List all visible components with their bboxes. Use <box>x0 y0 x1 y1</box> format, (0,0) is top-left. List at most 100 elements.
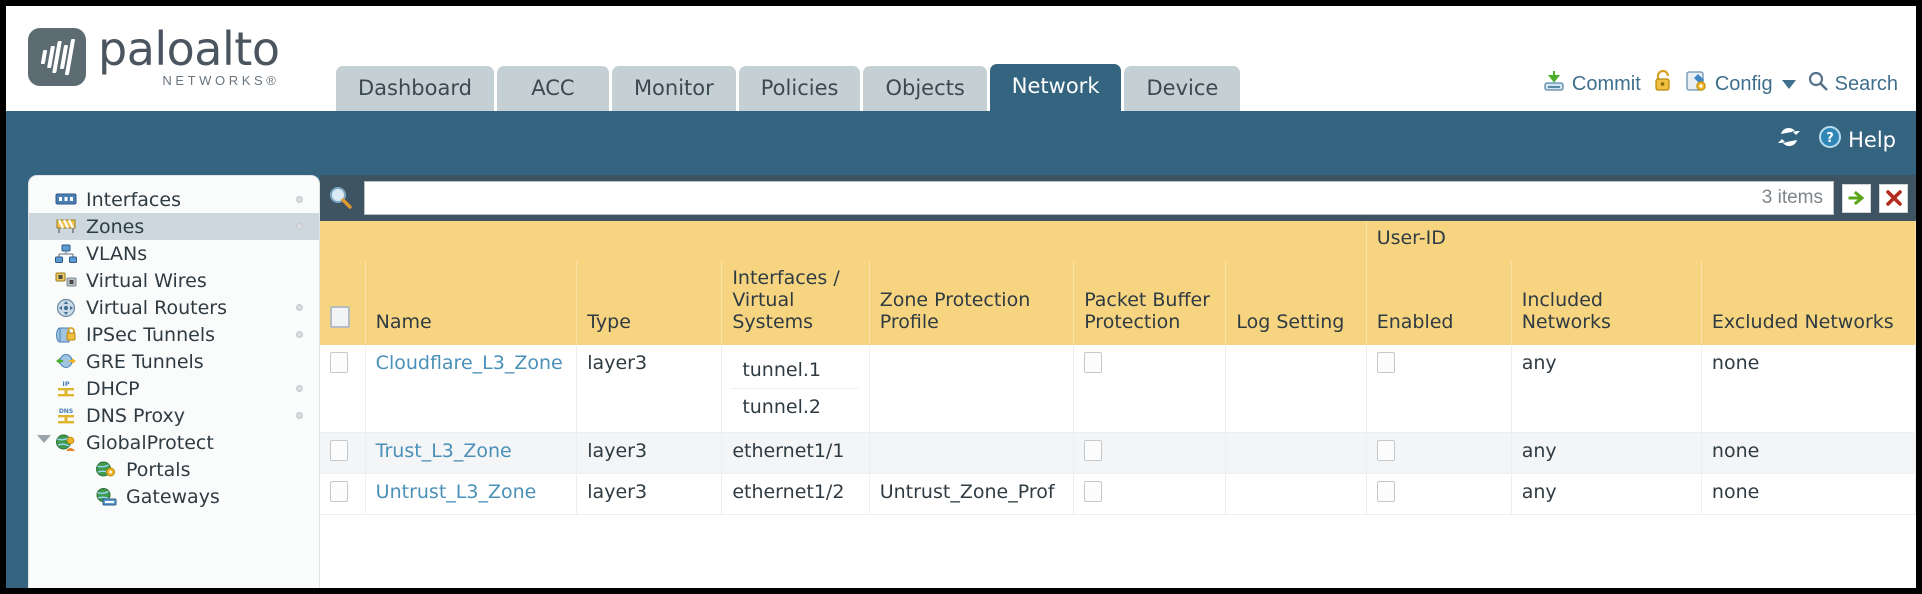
sidebar-item-interfaces[interactable]: Interfaces <box>29 186 319 213</box>
config-menu[interactable]: Config <box>1685 69 1796 99</box>
ipsec-tunnels-icon <box>55 325 77 344</box>
column-header-zone-protection-profile[interactable]: Zone Protection Profile <box>869 261 1075 345</box>
cell-excluded-networks: none <box>1701 345 1916 433</box>
brand-tagline: NETWORKS® <box>162 73 280 88</box>
row-checkbox[interactable] <box>330 352 348 373</box>
column-header-excluded-networks[interactable]: Excluded Networks <box>1701 261 1916 345</box>
filter-field[interactable]: 3 items <box>364 181 1834 215</box>
cell-interfaces: ethernet1/1 <box>721 432 870 474</box>
cell-name[interactable]: Cloudflare_L3_Zone <box>365 345 578 433</box>
cell-interfaces: ethernet1/2 <box>721 473 870 515</box>
select-all-header[interactable] <box>320 261 366 345</box>
sidebar-item-dhcp[interactable]: IP DHCP <box>29 375 319 402</box>
cell-interfaces: tunnel.1 tunnel.2 <box>721 345 870 433</box>
interface-item: tunnel.1 <box>732 352 859 389</box>
table-row[interactable]: Trust_L3_Zone layer3 ethernet1/1 <box>320 432 1916 474</box>
column-header-packet-buffer-protection[interactable]: Packet Buffer Protection <box>1073 261 1227 345</box>
tab-objects[interactable]: Objects <box>863 66 987 111</box>
svg-text:IP: IP <box>62 380 69 388</box>
tab-acc[interactable]: ACC <box>496 66 609 111</box>
userid-enabled-checkbox[interactable] <box>1376 481 1395 502</box>
cell-excluded-networks: none <box>1701 432 1916 474</box>
sidebar-item-label: DHCP <box>86 377 140 400</box>
cell-userid-enabled[interactable] <box>1366 345 1512 433</box>
cell-packet-buffer-protection[interactable] <box>1073 473 1227 515</box>
band-actions: ? Help <box>1776 125 1896 154</box>
sidebar-item-virtual-wires[interactable]: Virtual Wires <box>29 267 319 294</box>
refresh-icon[interactable] <box>1776 125 1802 154</box>
userid-enabled-checkbox[interactable] <box>1376 440 1395 461</box>
interface-item: tunnel.2 <box>742 396 821 418</box>
sidebar-item-gre-tunnels[interactable]: GRE Tunnels <box>29 348 319 375</box>
cell-packet-buffer-protection[interactable] <box>1073 432 1227 474</box>
tab-policies[interactable]: Policies <box>738 66 861 111</box>
row-select-cell[interactable] <box>320 345 366 433</box>
cell-included-networks: any <box>1511 473 1702 515</box>
packet-buffer-protection-checkbox[interactable] <box>1084 440 1103 461</box>
zone-name-link[interactable]: Cloudflare_L3_Zone <box>375 352 563 374</box>
column-header-included-networks[interactable]: Included Networks <box>1511 261 1702 345</box>
sidebar-item-ipsec-tunnels[interactable]: IPSec Tunnels <box>29 321 319 348</box>
group-header-spacer <box>320 221 1367 261</box>
tab-dashboard[interactable]: Dashboard <box>336 66 494 111</box>
column-header-name[interactable]: Name <box>365 261 578 345</box>
tab-network[interactable]: Network <box>989 64 1122 111</box>
row-select-cell[interactable] <box>320 432 366 474</box>
userid-enabled-checkbox[interactable] <box>1376 352 1395 373</box>
table-row[interactable]: Untrust_L3_Zone layer3 ethernet1/2 Untru… <box>320 473 1916 515</box>
table-row[interactable]: Cloudflare_L3_Zone layer3 tunnel.1 tunne… <box>320 345 1916 433</box>
packet-buffer-protection-checkbox[interactable] <box>1084 352 1103 373</box>
sidebar-item-vlans[interactable]: VLANs <box>29 240 319 267</box>
apply-filter-button[interactable] <box>1842 183 1871 213</box>
cell-userid-enabled[interactable] <box>1366 473 1512 515</box>
zone-name-link[interactable]: Trust_L3_Zone <box>375 440 512 462</box>
column-header-log-setting[interactable]: Log Setting <box>1225 261 1367 345</box>
sidebar-item-gateways[interactable]: Gateways <box>29 483 319 510</box>
sidebar-item-virtual-routers[interactable]: Virtual Routers <box>29 294 319 321</box>
zones-table: User-ID Name Type Interfaces / Virtual S… <box>320 221 1916 515</box>
cell-name[interactable]: Trust_L3_Zone <box>365 432 578 474</box>
collapse-triangle-icon[interactable] <box>37 435 51 443</box>
clear-filter-button[interactable] <box>1879 183 1908 213</box>
tab-monitor[interactable]: Monitor <box>611 66 736 111</box>
sidebar-item-zones[interactable]: Zones <box>29 213 319 240</box>
row-checkbox[interactable] <box>330 481 348 502</box>
tab-device[interactable]: Device <box>1124 66 1241 111</box>
content-pane: 3 items <box>320 175 1916 588</box>
search-input[interactable] <box>375 186 1752 210</box>
cell-log-setting <box>1225 432 1367 474</box>
sidebar-item-portals[interactable]: Portals <box>29 456 319 483</box>
cell-zone-protection-profile <box>869 432 1075 474</box>
help-label: Help <box>1848 127 1896 152</box>
cell-type: layer3 <box>576 432 723 474</box>
cell-log-setting <box>1225 473 1367 515</box>
sidebar-item-label: Zones <box>86 215 145 238</box>
sidebar-item-label: GRE Tunnels <box>86 350 204 373</box>
cell-name[interactable]: Untrust_L3_Zone <box>365 473 578 515</box>
row-select-cell[interactable] <box>320 473 366 515</box>
column-header-type[interactable]: Type <box>576 261 723 345</box>
sidebar-item-globalprotect[interactable]: GlobalProtect <box>29 429 319 456</box>
config-dot <box>296 331 303 338</box>
commit-button[interactable]: Commit <box>1542 69 1641 99</box>
cell-userid-enabled[interactable] <box>1366 432 1512 474</box>
config-dot <box>296 223 303 230</box>
help-button[interactable]: ? Help <box>1818 125 1896 154</box>
svg-text:DNS: DNS <box>59 408 73 415</box>
config-wrench-icon <box>1685 69 1709 99</box>
search-button[interactable]: Search <box>1807 70 1898 98</box>
search-label: Search <box>1834 72 1898 95</box>
packet-buffer-protection-checkbox[interactable] <box>1084 481 1103 502</box>
row-checkbox[interactable] <box>330 440 348 461</box>
dns-proxy-icon: DNS <box>55 406 77 425</box>
sidebar-item-label: Virtual Routers <box>86 296 227 319</box>
column-header-interfaces[interactable]: Interfaces / Virtual Systems <box>721 261 870 345</box>
zone-name-link[interactable]: Untrust_L3_Zone <box>375 481 537 503</box>
select-all-checkbox[interactable] <box>330 306 350 328</box>
sidebar-item-dns-proxy[interactable]: DNS DNS Proxy <box>29 402 319 429</box>
cell-packet-buffer-protection[interactable] <box>1073 345 1227 433</box>
magnifier-icon[interactable] <box>326 185 356 211</box>
column-header-enabled[interactable]: Enabled <box>1366 261 1512 345</box>
sidebar-nav: Interfaces Zones <box>28 175 320 588</box>
lock-button[interactable] <box>1652 69 1674 99</box>
